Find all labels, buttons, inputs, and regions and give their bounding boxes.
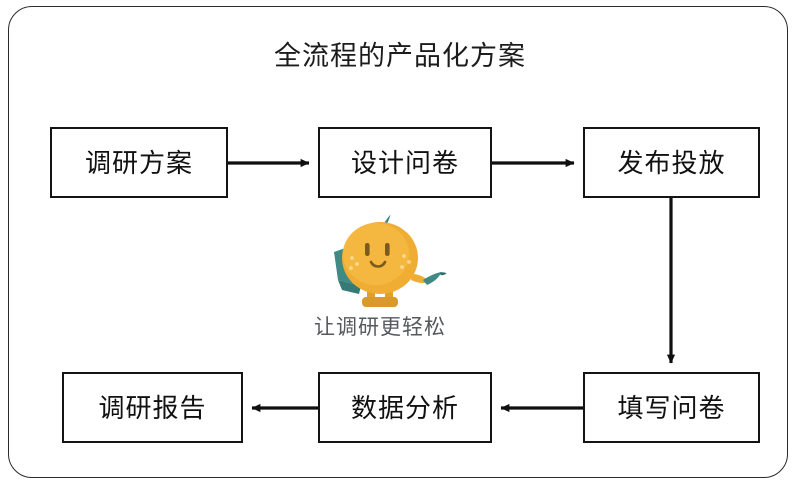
flow-node-analyze[interactable]: 数据分析 [318,372,492,443]
page-title: 全流程的产品化方案 [274,41,526,71]
mascot-block: 让调研更轻松 [290,210,470,360]
flow-node-fill[interactable]: 填写问卷 [583,372,760,443]
mascot-tagline: 让调研更轻松 [314,316,446,339]
flow-node-design[interactable]: 设计问卷 [318,127,492,198]
flow-node-report[interactable]: 调研报告 [62,372,243,443]
orange-mascot-icon [334,214,447,307]
flow-node-plan[interactable]: 调研方案 [50,127,228,198]
flow-node-publish[interactable]: 发布投放 [583,127,760,198]
diagram-frame [8,6,788,478]
